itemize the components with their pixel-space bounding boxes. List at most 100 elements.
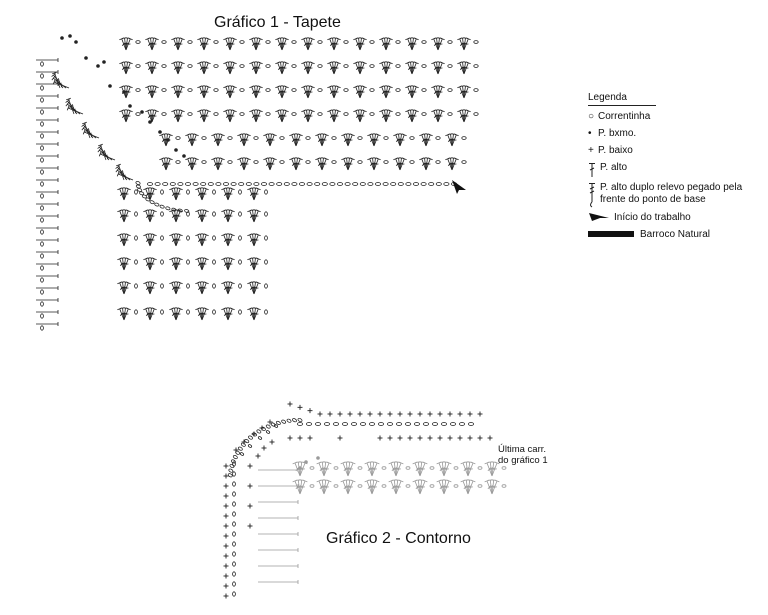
single-stitch <box>287 435 293 441</box>
single-stitch <box>357 411 363 417</box>
chart2-title: Gráfico 2 - Contorno <box>326 530 471 547</box>
chain-stitch <box>161 40 167 44</box>
shell-stitch <box>269 157 277 171</box>
single-stitch <box>223 523 229 529</box>
single-stitch <box>223 513 229 519</box>
chain-stitch <box>395 88 401 92</box>
shell-stitch <box>347 157 355 171</box>
shell-stitch <box>175 281 183 295</box>
chain-stitch <box>265 64 271 68</box>
shell-stitch <box>149 281 157 295</box>
single-stitch <box>247 463 253 469</box>
chain-stitch <box>449 422 456 426</box>
chain-stitch <box>368 422 375 426</box>
single-stitch <box>407 411 413 417</box>
chart2-annotation: Última carr. do gráfico 1 <box>498 444 548 467</box>
single-stitch <box>347 411 353 417</box>
chain-stitch <box>314 182 321 186</box>
tall-stitch <box>36 58 59 62</box>
single-stitch <box>477 411 483 417</box>
chain-stitch <box>135 88 141 92</box>
shell-stitch <box>371 479 380 495</box>
shell-stitch <box>385 109 393 123</box>
shell-stitch <box>177 37 185 51</box>
shell-stitch <box>149 307 157 321</box>
shell-stitch <box>399 157 407 171</box>
shell-stitch <box>227 257 235 271</box>
shell-stitch <box>333 61 341 75</box>
tall-stitch <box>36 238 59 242</box>
chain-stitch <box>232 541 236 547</box>
chain-stitch <box>40 109 44 115</box>
chain-stitch <box>420 182 427 186</box>
single-stitch <box>417 411 423 417</box>
single-stitch <box>297 435 303 441</box>
shell-stitch <box>491 461 500 477</box>
shell-stitch <box>229 61 237 75</box>
chain-stitch <box>40 301 44 307</box>
chain-stitch <box>200 182 207 186</box>
chain-stitch <box>40 97 44 103</box>
chain-stitch <box>207 182 214 186</box>
chain-stitch <box>377 422 384 426</box>
tall-stitch <box>36 262 59 266</box>
chain-stitch <box>171 207 177 212</box>
chain-stitch <box>186 259 190 265</box>
chain-stitch <box>175 160 181 164</box>
shell-stitch <box>229 109 237 123</box>
single-stitch <box>437 435 443 441</box>
shell-stitch <box>411 61 419 75</box>
tall-stitch <box>36 178 59 182</box>
single-stitch <box>223 573 229 579</box>
chain-stitch <box>40 145 44 151</box>
shell-stitch <box>243 157 251 171</box>
chain-stitch <box>359 422 366 426</box>
shell-stitch <box>467 461 476 477</box>
slip-stitch <box>316 456 320 460</box>
single-stitch <box>223 543 229 549</box>
chain-stitch <box>453 484 459 488</box>
chain-stitch <box>357 484 363 488</box>
shell-stitch <box>333 37 341 51</box>
shell-stitch <box>419 479 428 495</box>
shell-stitch <box>281 61 289 75</box>
chain-stitch <box>397 182 404 186</box>
chain-stitch <box>357 136 363 140</box>
chain-stitch <box>501 484 507 488</box>
chart1-stitches <box>36 34 479 331</box>
shell-stitch <box>123 233 131 247</box>
slip-stitch <box>108 84 112 88</box>
shell-stitch <box>419 461 428 477</box>
tall-stitch <box>36 274 59 278</box>
chain-stitch <box>238 235 242 241</box>
chain-stitch <box>248 435 253 440</box>
chain-stitch <box>386 422 393 426</box>
chain-stitch <box>306 182 313 186</box>
shell-stitch <box>323 461 332 477</box>
tall-stitch <box>36 226 59 230</box>
legend-item-start: Início do trabalho <box>588 212 750 224</box>
legend-title: Legenda <box>588 92 656 106</box>
single-stitch <box>223 493 229 499</box>
chain-stitch <box>413 422 420 426</box>
chain-stitch <box>268 182 275 186</box>
chain-stitch <box>317 64 323 68</box>
shell-stitch <box>175 187 183 201</box>
chain-stitch <box>146 182 153 186</box>
chain-stitch <box>298 182 305 186</box>
shell-stitch <box>217 133 225 147</box>
shell-stitch <box>299 479 308 495</box>
start-arrow-icon <box>588 212 609 226</box>
chain-stitch <box>279 136 285 140</box>
chain-stitch <box>421 88 427 92</box>
chain-stitch <box>160 235 164 241</box>
chain-stitch <box>265 424 271 429</box>
single-stitch <box>223 503 229 509</box>
chain-stitch <box>239 88 245 92</box>
tall-stitch <box>258 500 299 504</box>
chain-stitch <box>145 197 151 202</box>
chain-stitch <box>323 422 330 426</box>
shell-stitch <box>437 61 445 75</box>
chain-stitch <box>429 484 435 488</box>
single-stitch <box>269 439 275 445</box>
